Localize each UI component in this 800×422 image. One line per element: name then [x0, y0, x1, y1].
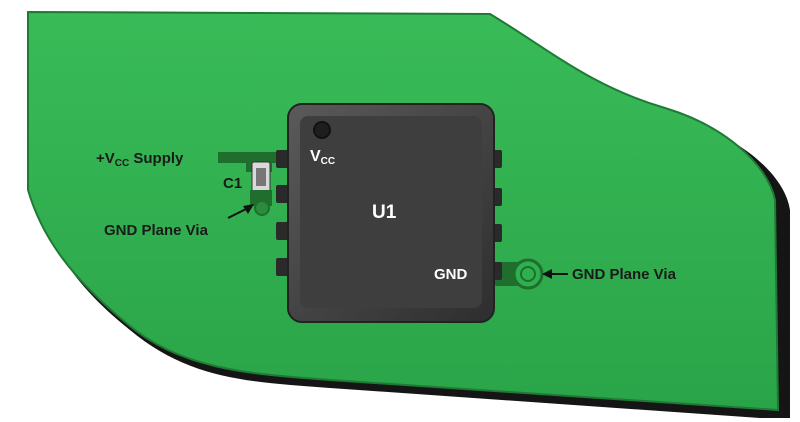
- c1-label: C1: [223, 175, 242, 192]
- pin-vcc-prefix: V: [310, 148, 321, 165]
- gnd-via-right: [520, 266, 536, 282]
- chip-u1-label: U1: [372, 202, 397, 223]
- vcc-supply-suffix: Supply: [129, 150, 184, 167]
- pin-vcc-label: VCC: [310, 148, 335, 167]
- pin1-marker: [313, 121, 331, 139]
- arrow-gnd-left-head: [243, 204, 254, 214]
- vcc-supply-label: +VCC Supply: [96, 150, 183, 169]
- gnd-plane-via-left-label: GND Plane Via: [104, 222, 209, 239]
- gnd-via-left: [254, 200, 270, 216]
- vcc-supply-prefix: +V: [96, 150, 115, 167]
- gnd-plane-via-right-label: GND Plane Via: [572, 266, 677, 283]
- vcc-supply-subscript: CC: [114, 158, 130, 169]
- arrow-gnd-left-line: [227, 207, 249, 219]
- pin-vcc-subscript: CC: [320, 156, 336, 167]
- chip-u1-top: [300, 116, 482, 308]
- c1-terminal: [256, 168, 266, 186]
- pin-gnd-label: GND: [434, 266, 468, 283]
- arrow-gnd-right-head: [542, 269, 552, 279]
